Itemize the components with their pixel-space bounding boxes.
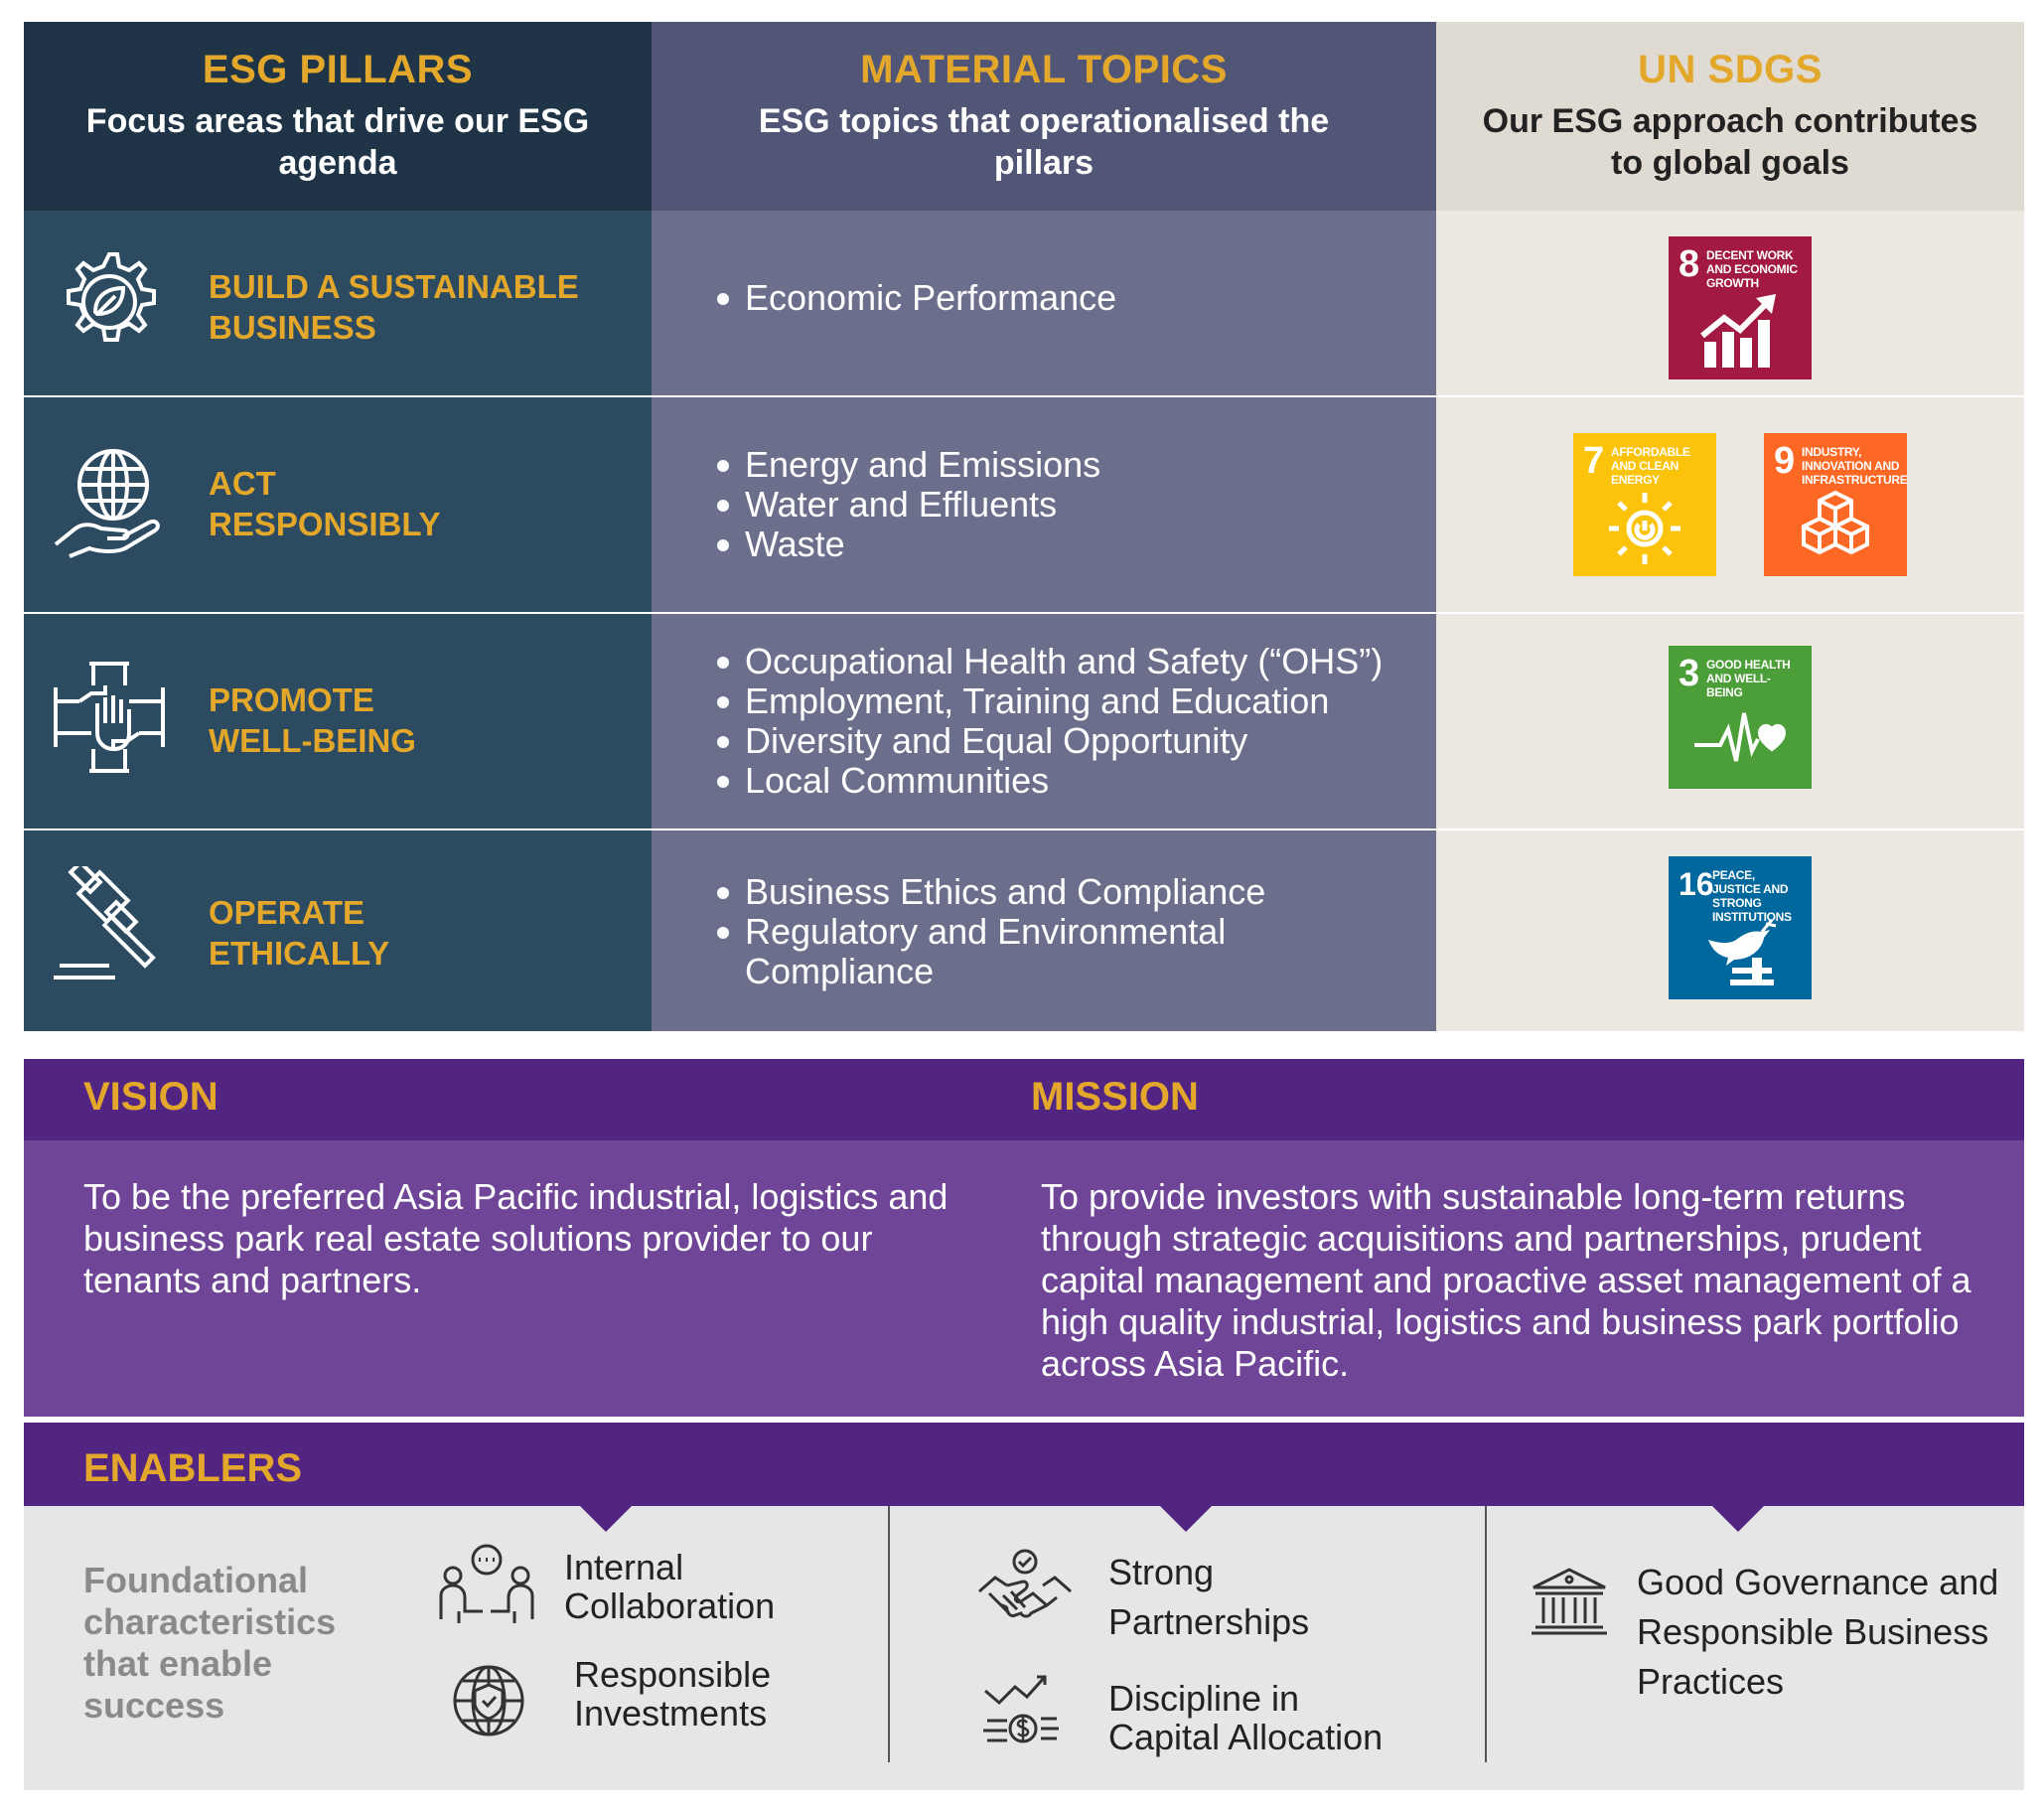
sdgs-cell-2: 7 AFFORDABLE AND CLEAN ENERGY 9 INDUSTRY… [1436,397,2024,612]
sdg-3-tile: 3 GOOD HEALTH AND WELL-BEING [1669,646,1812,789]
topic-item: Employment, Training and Education [711,681,1396,721]
header-topics-title: MATERIAL TOPICS [860,48,1228,91]
header-sdgs-title: UN SDGS [1638,48,1823,91]
topic-item: Diversity and Equal Opportunity [711,721,1396,761]
vision-mission-header: VISION MISSION [24,1059,2024,1140]
enabler-divider [1485,1506,1487,1762]
sdgs-cell-4: 16 PEACE, JUSTICE AND STRONG INSTITUTION… [1436,830,2024,1031]
topic-item: Water and Effluents [711,485,1396,525]
header-esg-pillars: ESG PILLARS Focus areas that drive our E… [24,22,652,211]
topics-list: Business Ethics and Compliance Regulator… [711,872,1287,991]
topics-list: Occupational Health and Safety (“OHS”) E… [711,642,1396,801]
sdg-8-tile: 8 DECENT WORK AND ECONOMIC GROWTH [1669,236,1812,379]
enabler-pointer [1160,1506,1212,1532]
gear-leaf-icon [67,252,156,342]
topics-list: Energy and Emissions Water and Effluents… [711,445,1396,564]
topic-item: Business Ethics and Compliance [711,872,1287,912]
topics-cell-4: Business Ethics and Compliance Regulator… [652,830,1436,1031]
topic-item: Economic Performance [711,278,1396,318]
handshake-icon [978,1549,1072,1618]
header-material-topics: MATERIAL TOPICS ESG topics that operatio… [652,22,1436,211]
vision-mission-body: To be the preferred Asia Pacific industr… [24,1140,2024,1417]
globe-hand-icon [54,449,160,558]
sdg-9-tile: 9 INDUSTRY, INNOVATION AND INFRASTRUCTUR… [1764,433,1908,576]
enabler-divider [888,1506,890,1762]
header-pillars-subtitle: Focus areas that drive our ESG agenda [85,102,590,182]
enablers-header: ENABLERS [24,1423,2024,1506]
topic-item: Energy and Emissions [711,445,1396,485]
capital-allocation-icon [983,1675,1059,1743]
sdg-16-tile: 16 PEACE, JUSTICE AND STRONG INSTITUTION… [1669,856,1812,999]
header-sdgs-subtitle: Our ESG approach contributes to global g… [1482,102,1978,182]
enabler-pointer [1712,1506,1764,1532]
heartbeat-icon [1694,712,1787,762]
mission-label: MISSION [1031,1075,1199,1119]
growth-chart-icon [1700,294,1776,368]
sdgs-cell-1: 8 DECENT WORK AND ECONOMIC GROWTH [1436,211,2024,395]
topic-item: Regulatory and Environmental Compliance [711,912,1287,991]
sdgs-cell-3: 3 GOOD HEALTH AND WELL-BEING [1436,614,2024,829]
institution-icon [1532,1568,1607,1635]
topics-list: Economic Performance [711,278,1396,318]
sun-power-icon [1609,493,1680,564]
header-un-sdgs: UN SDGS Our ESG approach contributes to … [1436,22,2024,211]
gavel-icon [54,866,156,980]
cubes-icon [1802,490,1869,555]
foundational-text: Foundational characteristics that enable… [83,1560,337,1726]
topics-cell-3: Occupational Health and Safety (“OHS”) E… [652,614,1436,829]
globe-shield-icon [453,1665,524,1736]
enablers-label: ENABLERS [83,1446,303,1490]
sdg-7-tile: 7 AFFORDABLE AND CLEAN ENERGY [1573,433,1716,576]
joined-hands-icon [54,662,165,773]
header-topics-subtitle: ESG topics that operationalised the pill… [758,102,1330,182]
topic-item: Local Communities [711,761,1396,801]
topics-cell-1: Economic Performance [652,211,1436,395]
enabler-pointer [580,1506,632,1532]
dove-gavel-icon [1708,919,1777,985]
topic-item: Waste [711,525,1396,564]
header-pillars-title: ESG PILLARS [202,48,474,91]
collaboration-icon [439,1544,534,1623]
topic-item: Occupational Health and Safety (“OHS”) [711,642,1396,681]
vision-label: VISION [83,1075,219,1119]
mission-text: To provide investors with sustainable lo… [1041,1176,1971,1384]
topics-cell-2: Energy and Emissions Water and Effluents… [652,397,1436,612]
vision-text: To be the preferred Asia Pacific industr… [83,1176,949,1300]
